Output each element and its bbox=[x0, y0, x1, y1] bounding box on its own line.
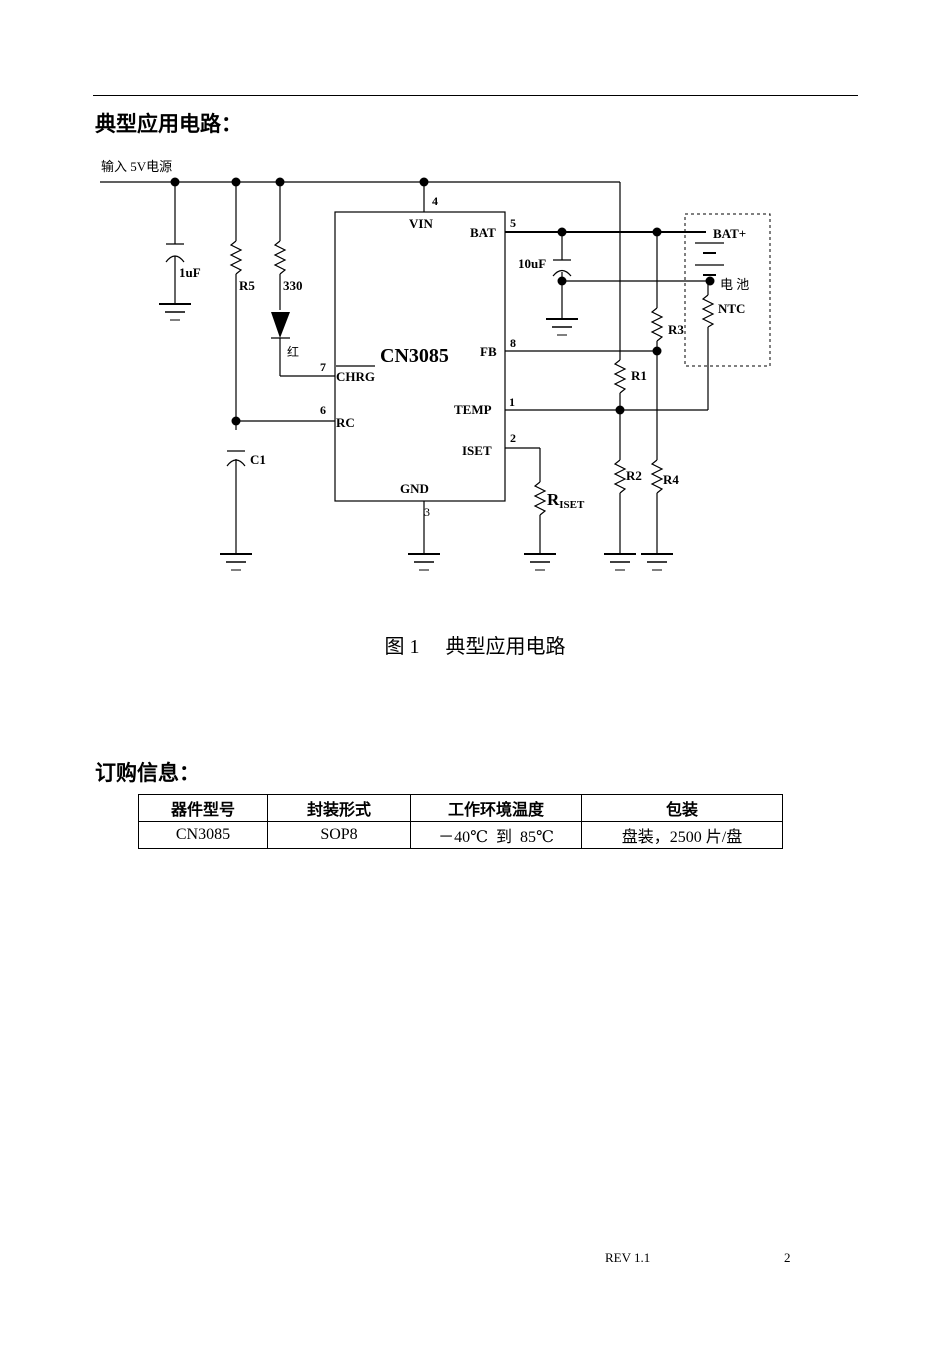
section-heading-ordering: 订购信息： bbox=[95, 761, 200, 785]
pin-bat-num: 5 bbox=[510, 216, 516, 230]
cell-packing: 盘装，2500 片/盘 bbox=[581, 821, 783, 849]
led-label: 红 bbox=[287, 344, 299, 359]
table-row: CN3085 SOP8 －40℃ 到 85℃ 盘装，2500 片/盘 bbox=[138, 821, 783, 849]
pin-iset: ISET bbox=[462, 443, 492, 458]
footer-revision: REV 1.1 bbox=[605, 1250, 651, 1265]
r2-label: R2 bbox=[626, 468, 642, 483]
ntc-label: NTC bbox=[718, 301, 745, 316]
figure-number: 图 1 bbox=[384, 636, 420, 658]
riset-label: RISET bbox=[547, 490, 585, 511]
input-label: 输入 5V电源 bbox=[101, 159, 172, 174]
bat-plus-label: BAT+ bbox=[713, 226, 746, 241]
figure-title: 典型应用电路 bbox=[445, 636, 566, 658]
pin-chrg: CHRG bbox=[336, 369, 375, 384]
pin-rc: RC bbox=[336, 415, 355, 430]
pin-temp-num: 1 bbox=[509, 395, 515, 409]
pin-rc-num: 6 bbox=[320, 403, 326, 417]
circuit-diagram: 输入 5V电源 1uF R5 330 红 C1 4 VIN BAT 5 FB 8… bbox=[100, 159, 771, 571]
pin-fb: FB bbox=[480, 344, 497, 359]
c1-label: C1 bbox=[250, 452, 266, 467]
pin-temp: TEMP bbox=[454, 402, 492, 417]
section-heading-typical-application: 典型应用电路： bbox=[95, 112, 242, 136]
c-bat-label: 10uF bbox=[518, 256, 546, 271]
chip-name: CN3085 bbox=[380, 345, 449, 367]
top-rule bbox=[93, 95, 858, 96]
r5-label: R5 bbox=[239, 278, 255, 293]
header-package: 封装形式 bbox=[267, 794, 411, 822]
r1-label: R1 bbox=[631, 368, 647, 383]
pin-fb-num: 8 bbox=[510, 336, 516, 350]
c-in-label: 1uF bbox=[179, 265, 201, 280]
r3-label: R3 bbox=[668, 322, 684, 337]
pin-vin: VIN bbox=[409, 216, 433, 231]
figure-caption: 图 1 典型应用电路 bbox=[0, 630, 950, 659]
pin-vin-num: 4 bbox=[432, 194, 438, 208]
header-packing: 包装 bbox=[581, 794, 783, 822]
header-temperature: 工作环境温度 bbox=[410, 794, 582, 822]
cell-package: SOP8 bbox=[267, 821, 411, 849]
r330-label: 330 bbox=[283, 278, 303, 293]
r4-label: R4 bbox=[663, 472, 679, 487]
pin-gnd: GND bbox=[400, 481, 429, 496]
footer-page-number: 2 bbox=[784, 1250, 791, 1265]
pin-chrg-num: 7 bbox=[320, 360, 326, 374]
ordering-table: 器件型号 封装形式 工作环境温度 包装 CN3085 SOP8 －40℃ 到 8… bbox=[138, 794, 783, 849]
battery-label: 电 池 bbox=[720, 277, 749, 292]
pin-gnd-num: 3 bbox=[424, 505, 430, 519]
cell-part-number: CN3085 bbox=[138, 821, 268, 849]
pin-iset-num: 2 bbox=[510, 431, 516, 445]
header-part-number: 器件型号 bbox=[138, 794, 268, 822]
pin-bat: BAT bbox=[470, 225, 496, 240]
table-header-row: 器件型号 封装形式 工作环境温度 包装 bbox=[138, 794, 783, 822]
cell-temperature: －40℃ 到 85℃ bbox=[410, 821, 582, 849]
